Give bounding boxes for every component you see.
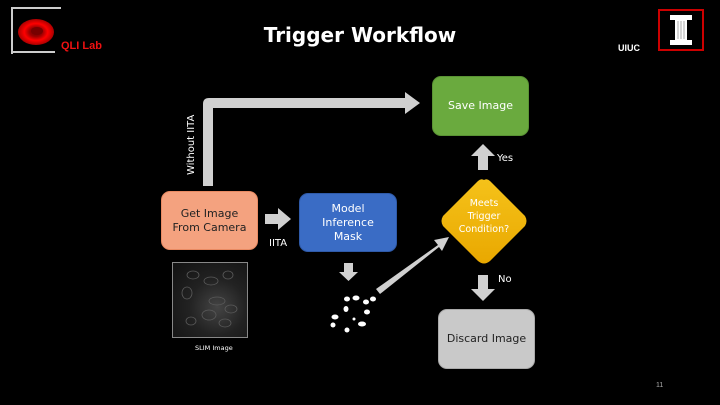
node-save-image: Save Image — [432, 76, 529, 136]
illinois-logo — [658, 9, 704, 51]
decision-line2: Trigger — [467, 211, 501, 222]
page-number: 11 — [656, 382, 664, 389]
decision-label: Meets Trigger Condition? — [441, 197, 527, 236]
arrow-model-to-mask — [339, 263, 358, 281]
label-no: No — [498, 274, 512, 285]
label-yes: Yes — [497, 153, 514, 164]
arrow-iita — [265, 208, 291, 230]
arrow-no — [471, 275, 495, 301]
get-image-line2: From Camera — [172, 220, 247, 234]
node-discard-image: Discard Image — [438, 309, 535, 369]
node-model-inference: Model Inference Mask — [299, 193, 397, 252]
slim-image-caption: SLIM Image — [195, 344, 233, 352]
institution-label: UIUC — [618, 43, 640, 53]
qli-logo-frame — [11, 7, 61, 54]
mask-blobs — [330, 295, 376, 333]
label-without-iita: Without IITA — [186, 114, 197, 175]
microscopy-texture — [181, 270, 238, 328]
label-iita: IITA — [269, 238, 288, 249]
slide-title: Trigger Workflow — [263, 23, 457, 47]
decision-line1: Meets — [469, 198, 499, 209]
get-image-line1: Get Image — [180, 206, 239, 220]
slim-image-thumbnail — [172, 262, 248, 338]
lab-name: QLI Lab — [61, 40, 102, 52]
decision-diamond — [441, 179, 527, 264]
model-line1: Model — [331, 201, 365, 215]
save-image-label: Save Image — [448, 99, 513, 112]
decision-line3: Condition? — [458, 224, 510, 235]
model-line3: Mask — [333, 229, 363, 243]
qli-logo-frame-bottom — [11, 51, 55, 53]
discard-image-label: Discard Image — [446, 332, 527, 345]
node-get-image: Get Image From Camera — [161, 191, 258, 250]
arrow-yes — [471, 144, 495, 170]
model-line2: Inference — [322, 215, 374, 229]
red-blood-cell-icon — [18, 19, 54, 45]
arrow-without-iita — [203, 92, 420, 186]
illinois-block-i-icon — [670, 15, 692, 45]
arrow-mask-to-decision — [376, 237, 449, 294]
